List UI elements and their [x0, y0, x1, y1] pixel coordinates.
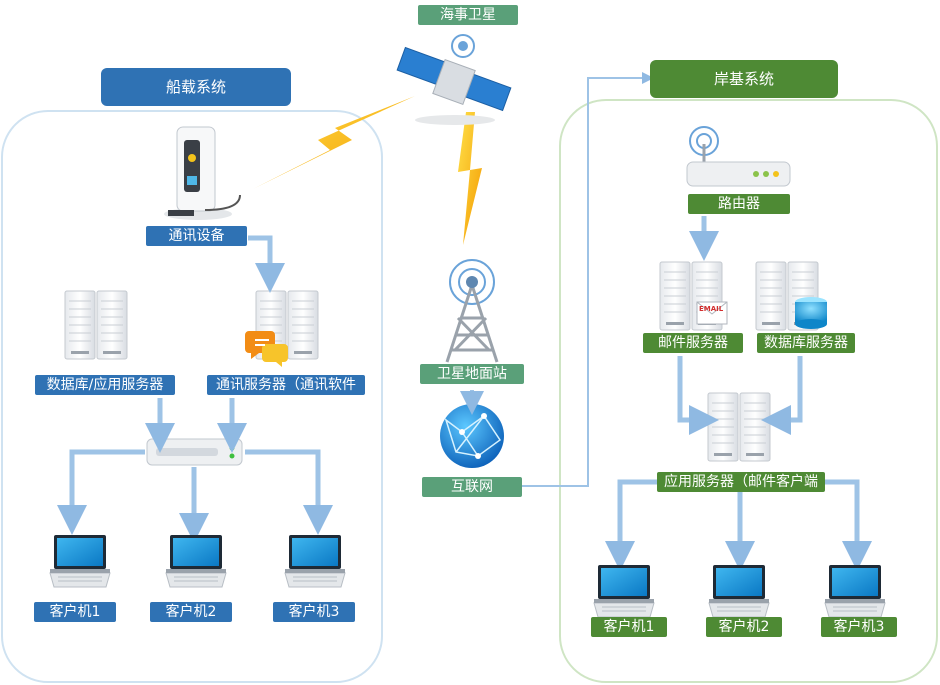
- mail-server-label: 邮件服务器: [643, 333, 743, 353]
- email-tag: EMAIL: [699, 305, 724, 313]
- shore-client-2-laptop-icon: [708, 564, 770, 618]
- shore-client-1-label: 客户机1: [591, 617, 667, 637]
- shore-arrows: [605, 216, 872, 571]
- shore-system-title: 岸基系统: [650, 60, 838, 98]
- ship-switch-icon: [146, 438, 243, 466]
- lightning-bolt-right: [458, 112, 482, 245]
- shore-client-2-label: 客户机2: [706, 617, 782, 637]
- db-server-icon: [755, 261, 827, 331]
- ship-db-server-icon: [64, 290, 128, 360]
- router-label: 路由器: [688, 194, 790, 214]
- shore-client-1-laptop-icon: [593, 564, 655, 618]
- ship-client-3-label: 客户机3: [273, 602, 355, 622]
- ship-system-title: 船载系统: [101, 68, 291, 106]
- ship-client-3-laptop-icon: [284, 534, 346, 588]
- ship-client-2-laptop-icon: [165, 534, 227, 588]
- db-server-label: 数据库服务器: [757, 333, 855, 353]
- comm-server-label: 通讯服务器（通讯软件: [207, 375, 365, 395]
- lightning-bolt-left: [245, 96, 415, 193]
- router-icon: [686, 126, 791, 187]
- satellite-icon: [396, 34, 512, 125]
- satellite-label: 海事卫星: [418, 5, 518, 25]
- internet-shore-link: [522, 72, 654, 487]
- comm-device-icon: [164, 126, 241, 220]
- shore-client-3-laptop-icon: [824, 564, 886, 618]
- ground-station-label: 卫星地面站: [420, 364, 524, 384]
- ship-system-frame: [1, 110, 383, 683]
- ship-client-2-label: 客户机2: [150, 602, 232, 622]
- mail-server-icon: [659, 261, 728, 331]
- ship-client-1-label: 客户机1: [34, 602, 116, 622]
- internet-label: 互联网: [422, 477, 522, 497]
- ground-station-tower-icon: [445, 259, 499, 363]
- ship-arrows: [57, 235, 333, 543]
- ship-client-1-laptop-icon: [49, 534, 111, 588]
- globe-icon: [440, 404, 504, 468]
- shore-system-frame: [559, 99, 938, 683]
- db-app-server-label: 数据库/应用服务器: [35, 375, 175, 395]
- app-server-icon: [707, 392, 771, 462]
- ship-comm-server-icon: [245, 290, 319, 367]
- app-server-label: 应用服务器（邮件客户端: [657, 472, 825, 492]
- shore-client-3-label: 客户机3: [821, 617, 897, 637]
- comm-device-label: 通讯设备: [146, 226, 247, 246]
